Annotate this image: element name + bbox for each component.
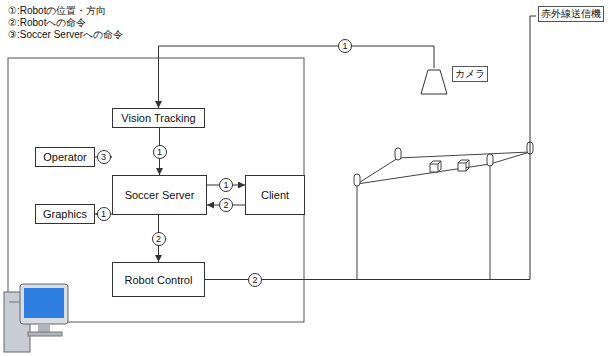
computer-frame [8,58,304,322]
computer-icon [4,284,68,352]
callout-number: 2 [219,198,233,212]
callout-number: 1 [97,207,111,221]
callout-number: 2 [248,273,262,287]
process-box: Operator [35,147,95,167]
process-box: Client [245,175,305,215]
callout-number: 1 [219,178,233,192]
callout-number: 2 [152,232,166,246]
node-text: Robot Control [125,274,193,286]
callout-number: 3 [97,150,111,164]
node-text: Graphics [43,208,87,220]
node-text: 赤外線送信機 [538,6,604,22]
node-text: Soccer Server [125,189,195,201]
callout-number: 1 [338,39,352,53]
node-text: Operator [43,151,86,163]
node-text: カメラ [452,66,488,82]
note-text: ①:Robotの位置・方向 [8,4,106,18]
process-box: Soccer Server [112,175,207,215]
process-box: Robot Control [112,262,205,297]
node-text: Client [261,189,289,201]
process-box: Vision Tracking [112,108,205,128]
connector [205,16,536,280]
node-text: Vision Tracking [121,112,195,124]
camera: カメラ [420,66,488,96]
note-text: ②:Robotへの命令 [8,16,86,30]
callout-number: 1 [153,145,167,159]
connector [159,46,435,108]
note-text: ③:Soccer Serverへの命令 [8,28,123,42]
process-box: Graphics [35,204,95,224]
transmitter-label: 赤外線送信機 [536,6,604,26]
camera-icon [420,68,450,96]
field-drawing [354,142,533,280]
